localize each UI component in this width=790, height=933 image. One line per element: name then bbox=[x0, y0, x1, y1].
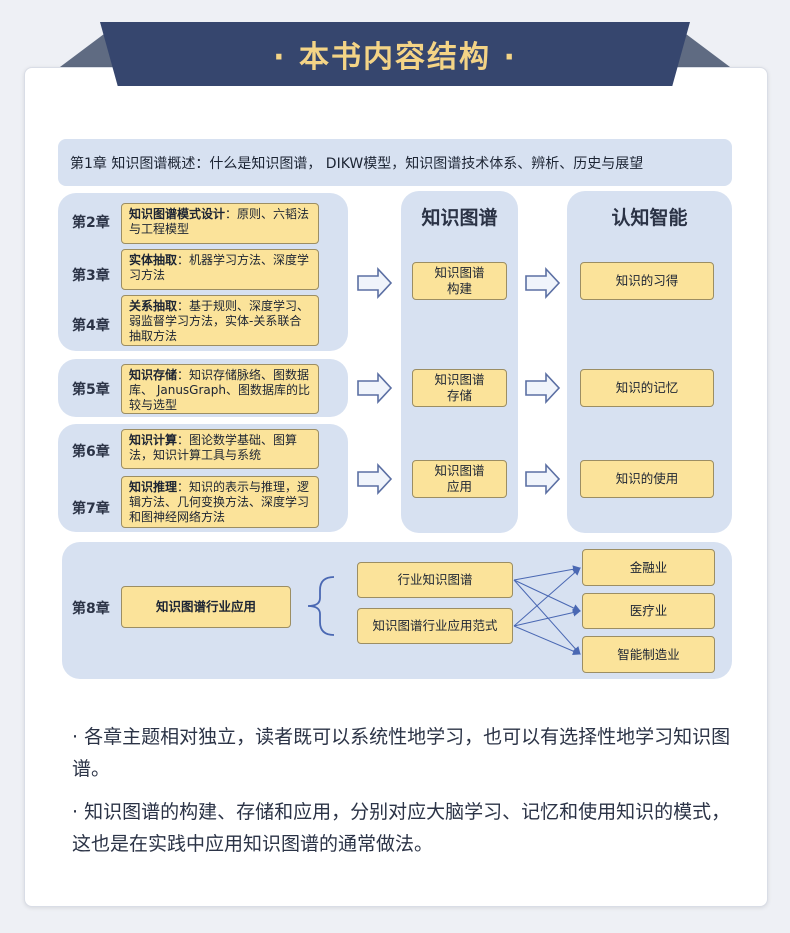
chapter7-box: 知识推理：知识的表示与推理，逻辑方法、几何变换方法、深度学习和图神经网络方法 bbox=[121, 476, 319, 528]
brace-icon bbox=[307, 576, 335, 636]
page-title-ribbon: · 本书内容结构 · bbox=[100, 22, 690, 86]
arrow-right-icon bbox=[357, 371, 393, 405]
kg-application-paradigm-box: 知识图谱行业应用范式 bbox=[357, 608, 513, 644]
chapter2-label: 第2章 bbox=[72, 215, 110, 231]
link-line bbox=[513, 608, 581, 627]
cog-memory-box: 知识的记忆 bbox=[580, 369, 714, 407]
chapter3-title: 实体抽取 bbox=[129, 253, 178, 267]
chapter2-title: 知识图谱模式设计 bbox=[129, 207, 226, 221]
chapter5-desc: ：知识存储脉络、图数据库、 JanusGraph、图数据库的比较与选型 bbox=[129, 368, 310, 412]
cog-column-title: 认知智能 bbox=[611, 207, 688, 229]
chapter4-desc: ：基于规则、深度学习、弱监督学习方法，实体-关系联合抽取方法 bbox=[129, 299, 310, 343]
arrow-right-icon bbox=[357, 462, 393, 496]
chapter4-label: 第4章 bbox=[72, 318, 110, 334]
chapter2-desc: ：原则、六韬法与工程模型 bbox=[129, 207, 310, 236]
arrow-right-icon bbox=[525, 371, 561, 405]
chapter3-label: 第3章 bbox=[72, 268, 110, 284]
chapter1-text: 第1章 知识图谱概述：什么是知识图谱， DIKW模型，知识图谱技术体系、辨析、历… bbox=[70, 155, 644, 172]
chapter7-label: 第7章 bbox=[72, 501, 110, 517]
chapter5-box: 知识存储：知识存储脉络、图数据库、 JanusGraph、图数据库的比较与选型 bbox=[121, 364, 319, 414]
chapter5-label: 第5章 bbox=[72, 382, 110, 398]
chapter6-box: 知识计算：图论数学基础、图算法，知识计算工具与系统 bbox=[121, 429, 319, 469]
chapter2-box: 知识图谱模式设计：原则、六韬法与工程模型 bbox=[121, 203, 319, 244]
kg-column-title: 知识图谱 bbox=[421, 207, 498, 229]
arrow-right-icon bbox=[357, 266, 393, 300]
note-2: · 知识图谱的构建、存储和应用，分别对应大脑学习、记忆和使用知识的模式，这也是在… bbox=[72, 801, 731, 855]
chapter6-label: 第6章 bbox=[72, 444, 110, 460]
chapter3-desc: ：机器学习方法、深度学习方法 bbox=[129, 253, 310, 282]
medical-box: 医疗业 bbox=[582, 593, 715, 629]
cog-use-box: 知识的使用 bbox=[580, 460, 714, 498]
arrow-right-icon bbox=[525, 266, 561, 300]
chapter7-desc: ：知识的表示与推理，逻辑方法、几何变换方法、深度学习和图神经网络方法 bbox=[129, 480, 310, 524]
chapter4-box: 关系抽取：基于规则、深度学习、弱监督学习方法，实体-关系联合抽取方法 bbox=[121, 295, 319, 346]
link-line bbox=[513, 579, 581, 612]
chapter1-bar: 第1章 知识图谱概述：什么是知识图谱， DIKW模型，知识图谱技术体系、辨析、历… bbox=[58, 139, 732, 186]
arrow-right-icon bbox=[525, 462, 561, 496]
finance-box: 金融业 bbox=[582, 549, 715, 586]
link-line bbox=[513, 579, 581, 655]
link-line bbox=[513, 567, 581, 627]
page-title: · 本书内容结构 · bbox=[273, 40, 517, 75]
note-1: · 各章主题相对独立，读者既可以系统性地学习，也可以有选择性地学习知识图谱。 bbox=[72, 726, 731, 780]
chapter4-title: 关系抽取 bbox=[129, 299, 178, 313]
chapter6-title: 知识计算 bbox=[129, 433, 178, 447]
link-line bbox=[513, 625, 581, 655]
chapter3-box: 实体抽取：机器学习方法、深度学习方法 bbox=[121, 249, 319, 290]
link-line bbox=[513, 565, 581, 581]
manufacturing-box: 智能制造业 bbox=[582, 636, 715, 673]
kg-store-box: 知识图谱 存储 bbox=[412, 369, 507, 407]
kg-apply-box: 知识图谱 应用 bbox=[412, 460, 507, 498]
industry-kg-box: 行业知识图谱 bbox=[357, 562, 513, 598]
chapter8-label: 第8章 bbox=[72, 601, 110, 617]
chapter5-title: 知识存储 bbox=[129, 368, 178, 382]
cog-learn-box: 知识的习得 bbox=[580, 262, 714, 300]
chapter6-desc: ：图论数学基础、图算法，知识计算工具与系统 bbox=[129, 433, 298, 462]
chapter7-title: 知识推理 bbox=[129, 480, 178, 494]
kg-build-box: 知识图谱 构建 bbox=[412, 262, 507, 300]
chapter8-box: 知识图谱行业应用 bbox=[121, 586, 291, 628]
